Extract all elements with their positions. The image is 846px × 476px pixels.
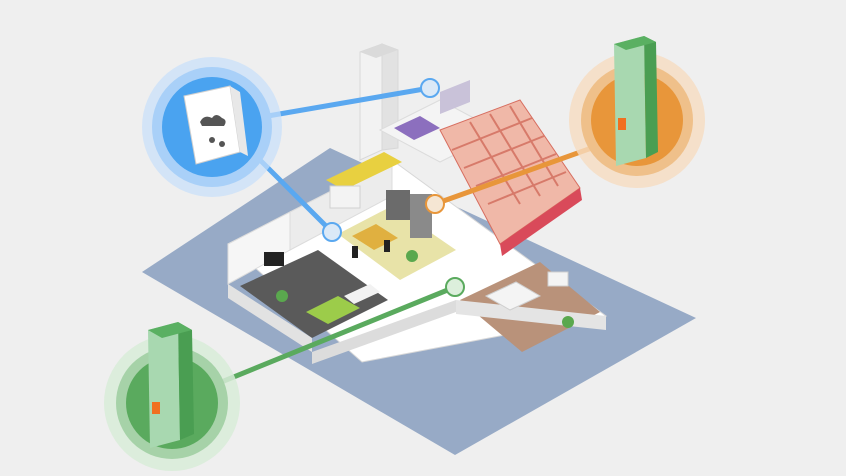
plant-2 — [406, 250, 418, 262]
sensor-column-icon — [148, 322, 194, 448]
sofa — [306, 296, 360, 324]
upper-window — [440, 80, 470, 114]
green-sensor-callout[interactable] — [104, 322, 240, 471]
chair-2 — [384, 240, 390, 252]
kitchen-counter — [326, 152, 402, 190]
roof-edge — [500, 188, 582, 256]
dining-floor — [338, 206, 456, 280]
sensor-column-icon — [614, 36, 658, 166]
orange-sensor-callout[interactable] — [569, 36, 705, 188]
green-connector-line — [213, 284, 456, 388]
anchor-dot-hall — [445, 277, 465, 297]
bathtub — [484, 281, 542, 311]
front-wall-right — [312, 300, 456, 364]
anchor-dot-kitchen — [425, 194, 445, 214]
living-room-floor — [240, 250, 388, 338]
tv — [264, 252, 284, 266]
front-wall-left — [228, 284, 312, 352]
sofa-right — [344, 284, 380, 304]
blue-connector-line-top — [261, 85, 431, 120]
upper-bed — [394, 116, 440, 140]
chimney-top — [360, 44, 398, 58]
house — [227, 43, 608, 364]
anchor-dot-dining — [322, 222, 342, 242]
sensor-anchor-dots[interactable] — [322, 78, 465, 297]
plant-3 — [562, 316, 574, 328]
orange-connector-line — [434, 142, 601, 207]
chair-1 — [352, 246, 358, 258]
smoke-detector-icon — [183, 85, 248, 165]
smoke-detector-callout[interactable] — [142, 57, 282, 197]
roof-rafters — [451, 105, 567, 205]
stove — [386, 190, 410, 220]
plant-1 — [276, 290, 288, 302]
kitchen-cabinet — [329, 185, 361, 209]
bathroom-sink — [547, 271, 569, 287]
anchor-dot-upper — [420, 78, 440, 98]
